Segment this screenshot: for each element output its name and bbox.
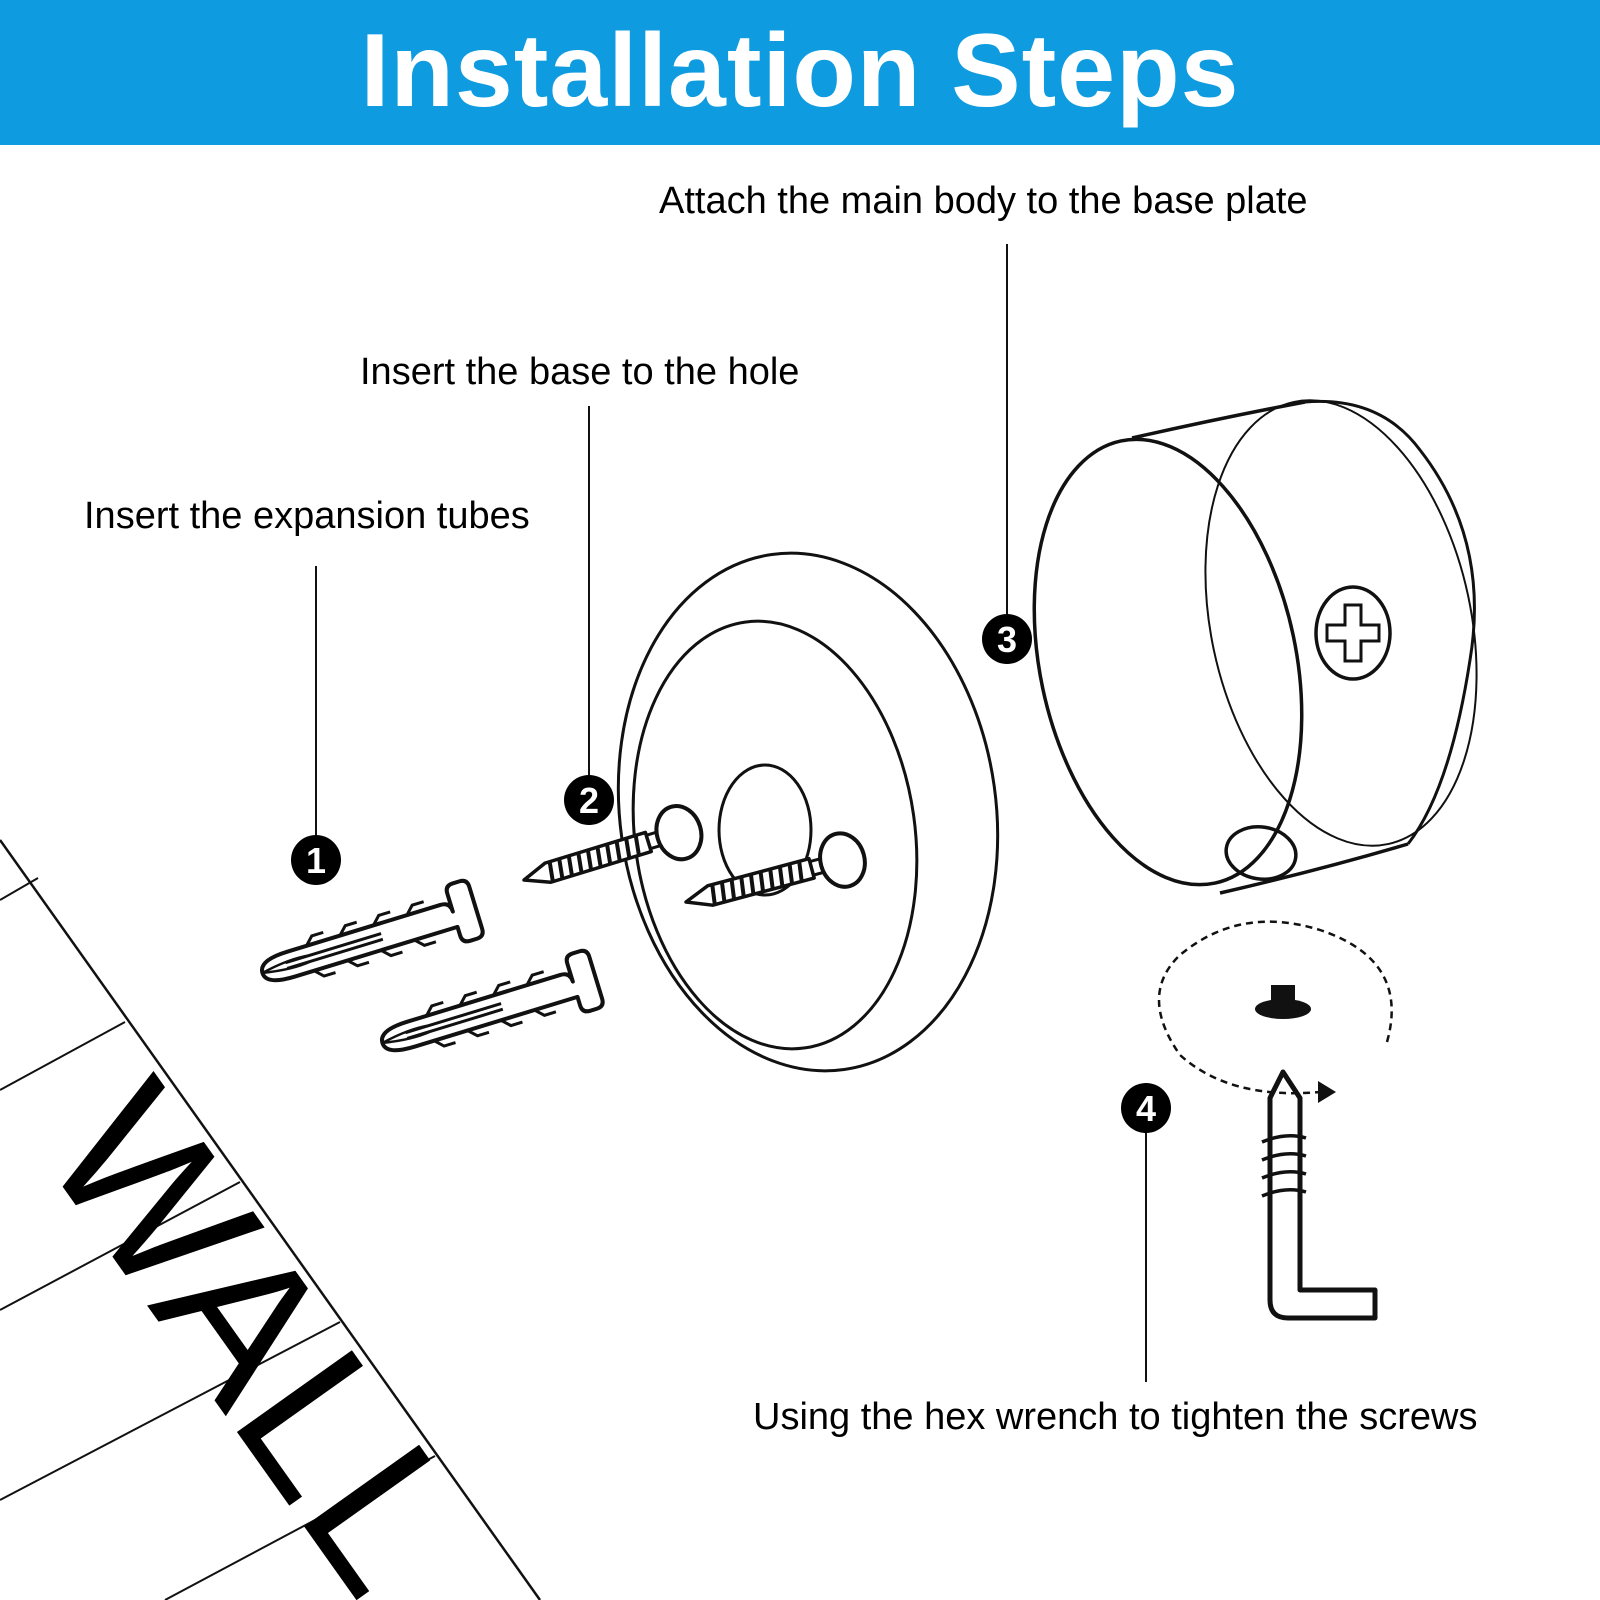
rotation-arrow-icon xyxy=(1157,920,1393,1103)
expansion-tube-icon xyxy=(371,947,607,1074)
step-1-label: Insert the expansion tubes xyxy=(84,495,530,537)
phillips-screw-head-icon xyxy=(1314,585,1392,681)
wall: WALL xyxy=(0,839,542,1600)
step-3-label: Attach the main body to the base plate xyxy=(659,180,1308,222)
base-plate-icon xyxy=(616,551,1000,1073)
main-body-icon xyxy=(1032,399,1478,895)
header-banner: Installation Steps xyxy=(0,0,1600,145)
screw-head-icon xyxy=(1255,985,1311,1019)
step-4-label: Using the hex wrench to tighten the scre… xyxy=(753,1396,1478,1438)
leader-lines xyxy=(315,244,1147,1382)
expansion-tube-icon xyxy=(251,877,487,1004)
hex-wrench-icon xyxy=(1261,1069,1378,1321)
step-2-marker: 2 xyxy=(564,775,614,825)
step-1-marker: 1 xyxy=(291,835,341,885)
screw-icon xyxy=(677,826,873,931)
step-4-number: 4 xyxy=(1136,1088,1156,1129)
step-4-marker: 4 xyxy=(1121,1083,1171,1133)
page-title: Installation Steps xyxy=(360,12,1240,129)
step-3-marker: 3 xyxy=(982,614,1032,664)
step-2-label: Insert the base to the hole xyxy=(360,351,800,393)
step-3-number: 3 xyxy=(997,619,1017,660)
step-2-number: 2 xyxy=(579,780,599,821)
wall-label: WALL xyxy=(2,1045,512,1600)
step-1-number: 1 xyxy=(306,840,326,881)
screw-icon xyxy=(514,798,710,908)
